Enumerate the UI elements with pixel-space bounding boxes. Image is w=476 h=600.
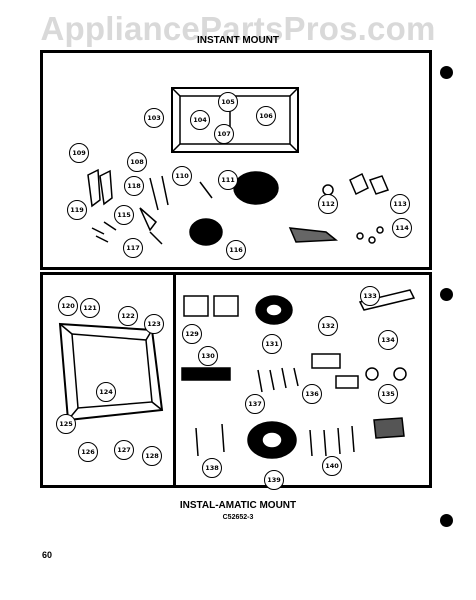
page-number: 60: [42, 550, 53, 560]
bottom-section-part-number: C52652-3: [222, 514, 254, 521]
hardware-illustrations: [181, 289, 416, 459]
callout-139: 139: [264, 470, 284, 490]
callout-110: 110: [172, 166, 192, 186]
callout-109: 109: [69, 143, 89, 163]
callout-126: 126: [78, 442, 98, 462]
top-section-title: INSTANT MOUNT: [196, 35, 280, 46]
callout-115: 115: [114, 205, 134, 225]
binder-hole: [440, 66, 453, 79]
watermark: AppliancePartsPros.com: [40, 10, 436, 47]
callout-118: 118: [124, 176, 144, 196]
callout-119: 119: [67, 200, 87, 220]
callout-105: 105: [218, 92, 238, 112]
callout-133: 133: [360, 286, 380, 306]
callout-104: 104: [190, 110, 210, 130]
bottom-divider: [173, 272, 176, 488]
callout-103: 103: [144, 108, 164, 128]
callout-120: 120: [58, 296, 78, 316]
round-seal-illustrations: [189, 171, 384, 246]
callout-117: 117: [123, 238, 143, 258]
callout-116: 116: [226, 240, 246, 260]
bottom-diagram-frame: [40, 272, 432, 488]
binder-hole: [440, 288, 453, 301]
callout-113: 113: [390, 194, 410, 214]
callout-129: 129: [182, 324, 202, 344]
callout-111: 111: [218, 170, 238, 190]
callout-123: 123: [144, 314, 164, 334]
binder-hole: [440, 514, 453, 527]
callout-124: 124: [96, 382, 116, 402]
callout-127: 127: [114, 440, 134, 460]
callout-136: 136: [302, 384, 322, 404]
callout-107: 107: [214, 124, 234, 144]
callout-106: 106: [256, 106, 276, 126]
bracket-illustrations: [87, 168, 390, 245]
callout-128: 128: [142, 446, 162, 466]
callout-137: 137: [245, 394, 265, 414]
callout-112: 112: [318, 194, 338, 214]
callout-135: 135: [378, 384, 398, 404]
callout-138: 138: [202, 458, 222, 478]
callout-132: 132: [318, 316, 338, 336]
bottom-section-title: INSTAL-AMATIC MOUNT: [179, 500, 297, 511]
callout-134: 134: [378, 330, 398, 350]
top-diagram-frame: [40, 50, 432, 270]
callout-130: 130: [198, 346, 218, 366]
mounting-frame-illustration: [171, 87, 299, 153]
callout-122: 122: [118, 306, 138, 326]
callout-121: 121: [80, 298, 100, 318]
callout-140: 140: [322, 456, 342, 476]
callout-125: 125: [56, 414, 76, 434]
callout-108: 108: [127, 152, 147, 172]
window-frame-illustration: [58, 322, 164, 422]
callout-114: 114: [392, 218, 412, 238]
callout-131: 131: [262, 334, 282, 354]
